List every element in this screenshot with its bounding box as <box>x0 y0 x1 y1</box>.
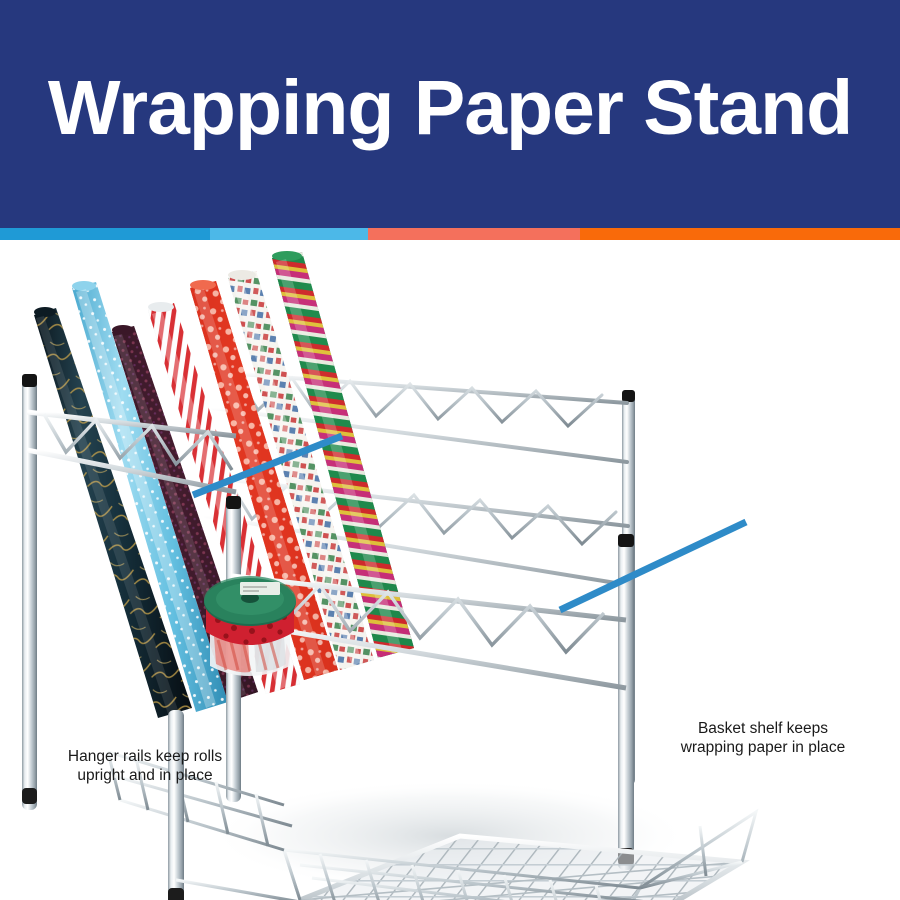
front-left-frame <box>22 374 237 810</box>
callout-basket-shelf-line1: Basket shelf keeps <box>697 720 829 737</box>
basket-right-wall <box>639 808 759 890</box>
ribbon-label <box>240 582 280 595</box>
hanger-rail-front-zigzag <box>42 413 234 471</box>
hanger-rail-front <box>26 409 237 495</box>
roll-red-floral <box>190 280 338 680</box>
header-band: Wrapping Paper Stand <box>0 0 900 228</box>
callout-hanger-rails: Hanger rails keep rolls upright and in p… <box>20 747 270 785</box>
post-cap-front-left <box>22 374 37 387</box>
post-cap-front-right <box>618 534 634 547</box>
bottom-frame <box>168 710 298 900</box>
hanger-rail-rear-zigzag <box>234 372 604 429</box>
roll-light-blue-dots <box>72 281 228 712</box>
product-stage: Hanger rails keep rolls upright and in p… <box>0 240 900 900</box>
leader-line-hanger-rails <box>191 432 344 499</box>
roll-white-type-print <box>228 270 374 670</box>
post-cap-mid-front <box>226 496 241 509</box>
leader-line-basket-shelf <box>558 518 748 614</box>
shelf-rail-front-zigzag <box>252 578 606 655</box>
accent-segment-4 <box>580 228 900 240</box>
callout-hanger-rails-line2: upright and in place <box>77 767 213 784</box>
callout-basket-shelf: Basket shelf keeps wrapping paper in pla… <box>638 719 888 757</box>
accent-segment-1 <box>0 228 210 240</box>
lower-support <box>175 878 298 900</box>
roll-green-red-stripe <box>272 251 414 658</box>
accent-segment-2 <box>210 228 368 240</box>
post-cap-rear-right <box>622 390 635 402</box>
accent-segment-3 <box>368 228 580 240</box>
accent-stripe <box>0 228 900 240</box>
ribbon-spool <box>204 576 296 676</box>
callout-hanger-rails-line1: Hanger rails keep rolls <box>67 748 223 765</box>
basket-shelf <box>106 750 759 900</box>
post-front-right <box>618 540 634 870</box>
leader-lines <box>191 432 748 614</box>
foot-front-bottom-left <box>168 888 184 900</box>
callout-basket-shelf-line2: wrapping paper in place <box>680 739 846 756</box>
shelf-rail-front <box>231 573 627 691</box>
foot-front-left <box>22 788 37 804</box>
post-front-left <box>22 380 37 810</box>
product-illustration <box>22 251 759 900</box>
ribbon-spool-body <box>204 576 296 676</box>
post-front-bottom-left <box>168 710 184 900</box>
page-title: Wrapping Paper Stand <box>47 65 853 151</box>
